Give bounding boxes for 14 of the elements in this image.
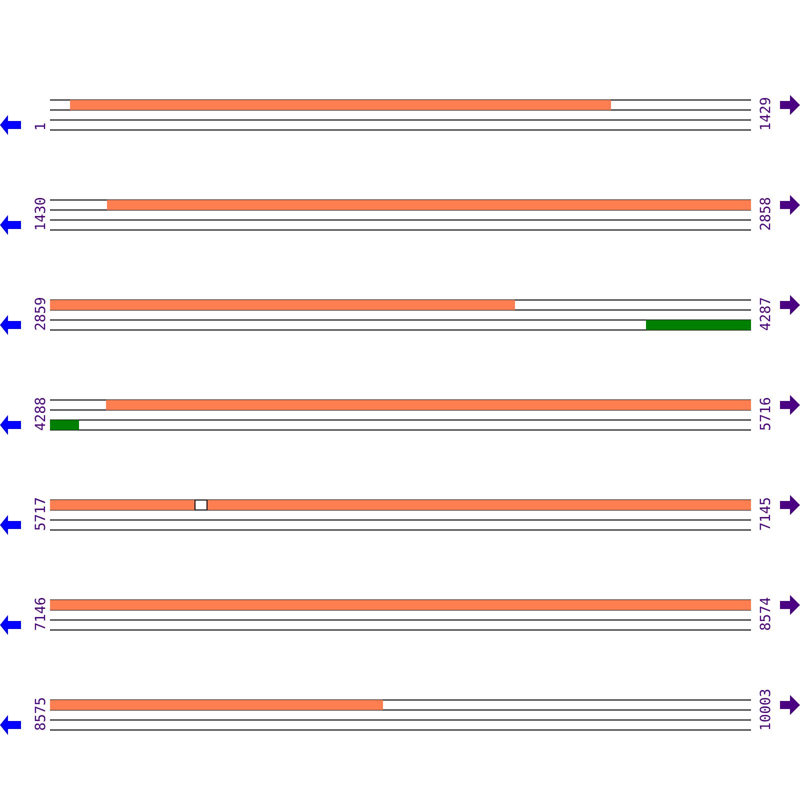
position-number: 5716	[760, 398, 770, 430]
position-number: 5717	[34, 498, 46, 530]
position-number: 4287	[760, 298, 770, 330]
position-number: 7145	[760, 498, 770, 530]
position-number: 1429	[760, 98, 770, 130]
position-number: 10003	[760, 690, 770, 730]
position-number: 8574	[760, 598, 770, 630]
position-number: 1430	[34, 198, 46, 230]
position-number: 7146	[34, 598, 46, 630]
position-number: 1	[34, 123, 46, 130]
position-number: 8575	[34, 698, 46, 730]
position-number: 2859	[34, 298, 46, 330]
position-number: 2858	[760, 198, 770, 230]
position-number: 4288	[34, 398, 46, 430]
